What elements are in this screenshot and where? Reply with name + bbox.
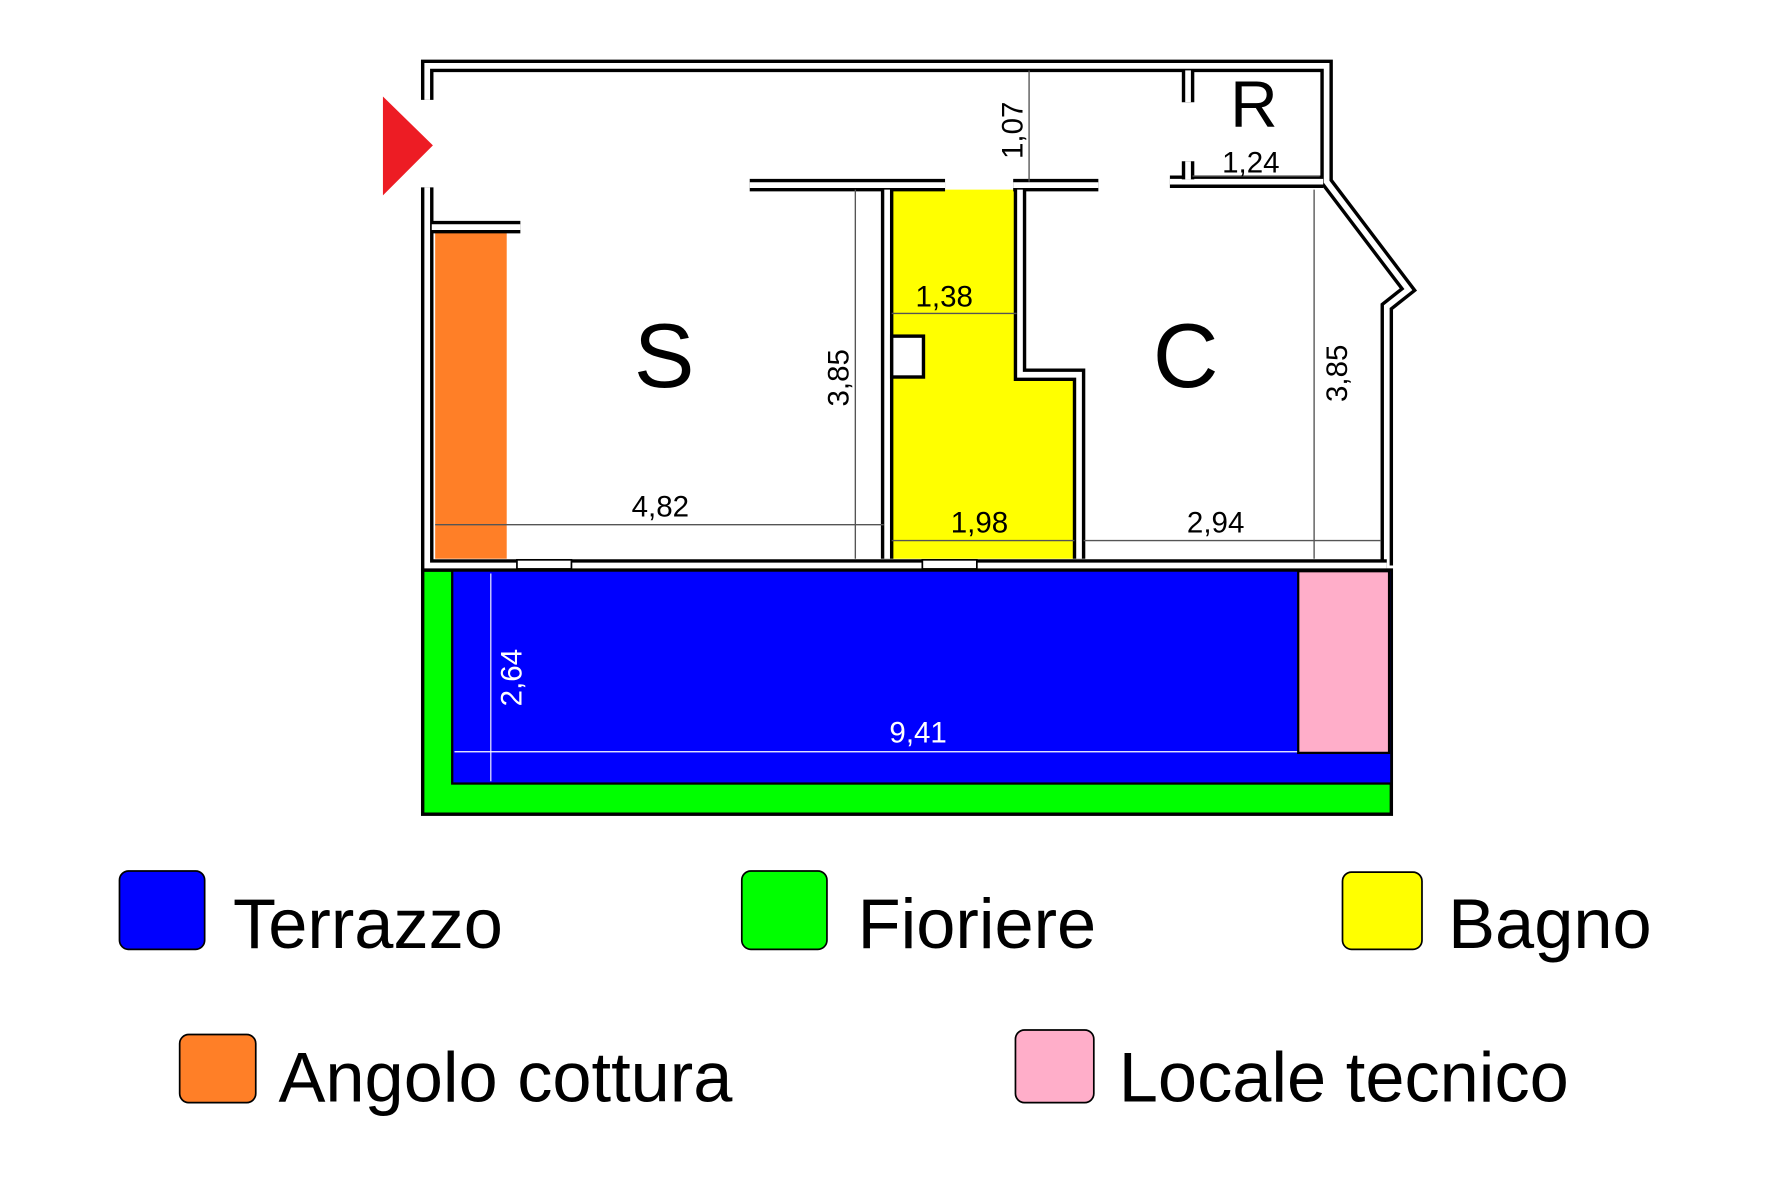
room-label-c: C: [1153, 306, 1219, 407]
legend-swatch-terrazzo: [118, 870, 206, 951]
dim-living-height: 3,85: [823, 349, 856, 406]
terrazzo-area: [451, 568, 1393, 785]
legend-label-fioriere: Fioriere: [858, 884, 1097, 963]
dim-bedroom-width: 2,94: [1187, 507, 1244, 540]
legend-swatch-angolo-cottura: [178, 1033, 257, 1104]
dim-bath-top-width: 1,38: [916, 281, 973, 314]
room-label-s: S: [634, 306, 695, 407]
dimension-lines: [435, 70, 1382, 782]
angolo-cottura-area: [435, 230, 507, 559]
legend-swatch-fioriere: [740, 870, 828, 951]
dim-terrace-width: 9,41: [889, 717, 946, 750]
dim-bedroom-height: 3,85: [1321, 345, 1354, 402]
entrance-arrow-icon: [382, 96, 433, 196]
dim-storage-width: 1,24: [1222, 147, 1279, 180]
bagno-area: [891, 189, 1075, 559]
dim-bath-bottom-width: 1,98: [951, 507, 1008, 540]
legend-label-terrazzo: Terrazzo: [233, 884, 503, 963]
legend-label-angolo-cottura: Angolo cottura: [278, 1038, 733, 1117]
legend-swatch-locale-tecnico: [1014, 1029, 1095, 1104]
legend-swatch-bagno: [1341, 871, 1423, 951]
legend-label-bagno: Bagno: [1448, 884, 1652, 963]
locale-tecnico-area: [1297, 570, 1391, 755]
legend-label-locale-tecnico: Locale tecnico: [1119, 1038, 1569, 1117]
dim-terrace-depth: 2,64: [495, 649, 528, 706]
dim-corridor-height: 1,07: [996, 102, 1029, 159]
legend: Terrazzo Fioriere Bagno Angolo cottura L…: [118, 870, 1652, 1117]
room-label-r: R: [1230, 67, 1278, 141]
walls: [420, 59, 1418, 572]
dim-living-width: 4,82: [632, 491, 689, 524]
